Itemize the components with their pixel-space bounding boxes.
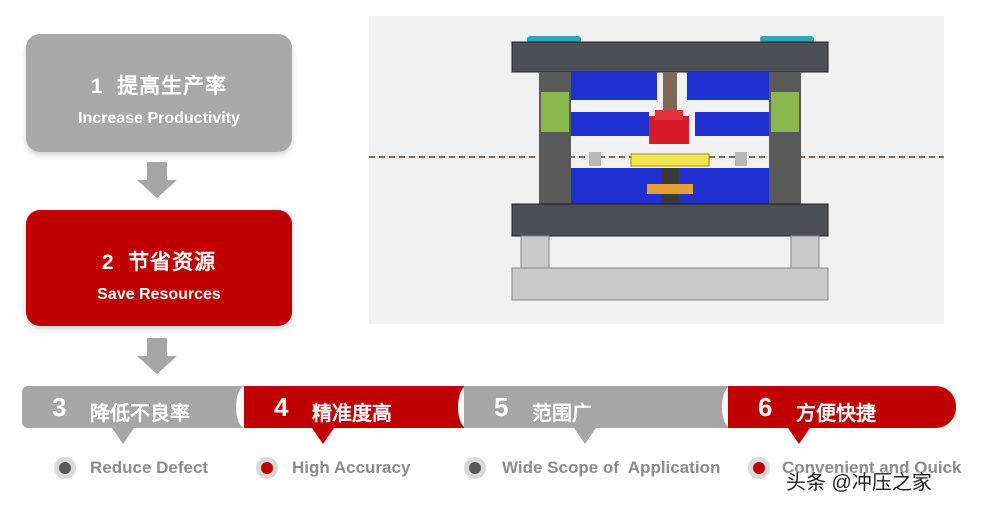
down-arrow-icon — [137, 338, 177, 378]
feature-4-number: 4 — [274, 392, 289, 422]
step-1-en-label: Increase Productivity — [78, 110, 240, 127]
feature-5-en-label: Wide Scope of Application — [502, 458, 721, 477]
step-2-number: 2 — [101, 251, 115, 274]
step-2-en-label: Save Resources — [97, 286, 221, 303]
feature-5-segment: 5 范围广 — [464, 386, 734, 428]
down-arrow-icon — [137, 162, 177, 202]
feature-3-en-label: Reduce Defect — [90, 458, 209, 477]
watermark: 头条 @冲压之家 — [786, 472, 932, 494]
pointer-icon — [312, 428, 334, 444]
step-2-zh-label: 节省资源 — [128, 251, 217, 274]
bullet-icon — [256, 457, 278, 479]
bullet-icon — [54, 457, 76, 479]
feature-4-segment: 4 精准度高 — [244, 386, 470, 428]
bullet-icon — [464, 457, 486, 479]
step-1-number: 1 — [90, 75, 104, 98]
pointer-icon — [574, 428, 596, 444]
stamping-die-illustration — [369, 16, 944, 324]
bullet-icon — [748, 457, 770, 479]
feature-6-en-label: Convenient and Quick — [782, 458, 962, 477]
feature-6-segment: 6 方便快捷 — [728, 386, 956, 428]
pointer-icon — [112, 428, 134, 444]
feature-3-zh-label: 降低不良率 — [90, 403, 190, 425]
feature-5-zh-label: 范围广 — [532, 403, 592, 425]
pointer-icon — [788, 428, 810, 444]
feature-3-number: 3 — [52, 392, 67, 422]
step-1-box: 1 提高生产率 Increase Productivity — [26, 34, 292, 152]
feature-6-number: 6 — [758, 392, 773, 422]
step-1-zh-label: 提高生产率 — [117, 75, 228, 98]
feature-3-segment: 3 降低不良率 — [22, 386, 254, 428]
step-2-box: 2 节省资源 Save Resources — [26, 210, 292, 326]
feature-4-en-label: High Accuracy — [292, 458, 411, 477]
step-2-title: 2 节省资源 — [26, 246, 292, 276]
feature-5-number: 5 — [494, 392, 509, 422]
feature-6-zh-label: 方便快捷 — [796, 403, 876, 425]
step-1-title: 1 提高生产率 — [26, 70, 292, 100]
feature-4-zh-label: 精准度高 — [312, 403, 392, 425]
